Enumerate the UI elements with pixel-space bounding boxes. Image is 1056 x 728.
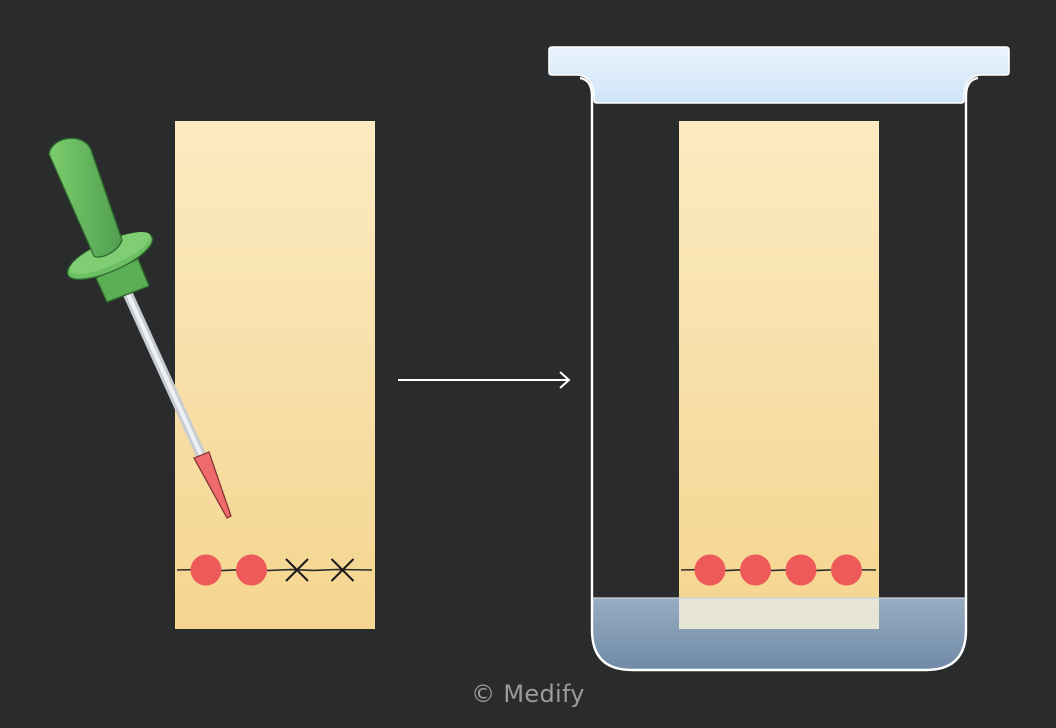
- sample-spot: [694, 554, 726, 586]
- pipette: [48, 137, 232, 519]
- beaker-lid: [548, 46, 1010, 104]
- pipette-tube-highlight: [125, 291, 204, 458]
- spots-right: [694, 554, 862, 586]
- tlc-plate-right: [679, 121, 879, 629]
- plate-submerged: [679, 598, 879, 629]
- sample-spot: [785, 554, 817, 586]
- cross-mark: [330, 558, 355, 582]
- sample-spot: [190, 554, 222, 586]
- cross-mark: [285, 558, 309, 582]
- process-arrow: [398, 371, 571, 389]
- sample-spot: [831, 554, 862, 586]
- sample-spot: [236, 554, 267, 586]
- beaker: [579, 76, 979, 672]
- spotting-step: [48, 121, 375, 629]
- development-step: [548, 46, 1010, 672]
- spots-left: [190, 554, 355, 586]
- watermark: © Medify: [471, 680, 585, 708]
- tlc-plate-left: [175, 121, 375, 629]
- sample-spot: [740, 554, 771, 586]
- pipette-bulb: [48, 137, 123, 258]
- pipette-liquid-tip: [193, 451, 232, 519]
